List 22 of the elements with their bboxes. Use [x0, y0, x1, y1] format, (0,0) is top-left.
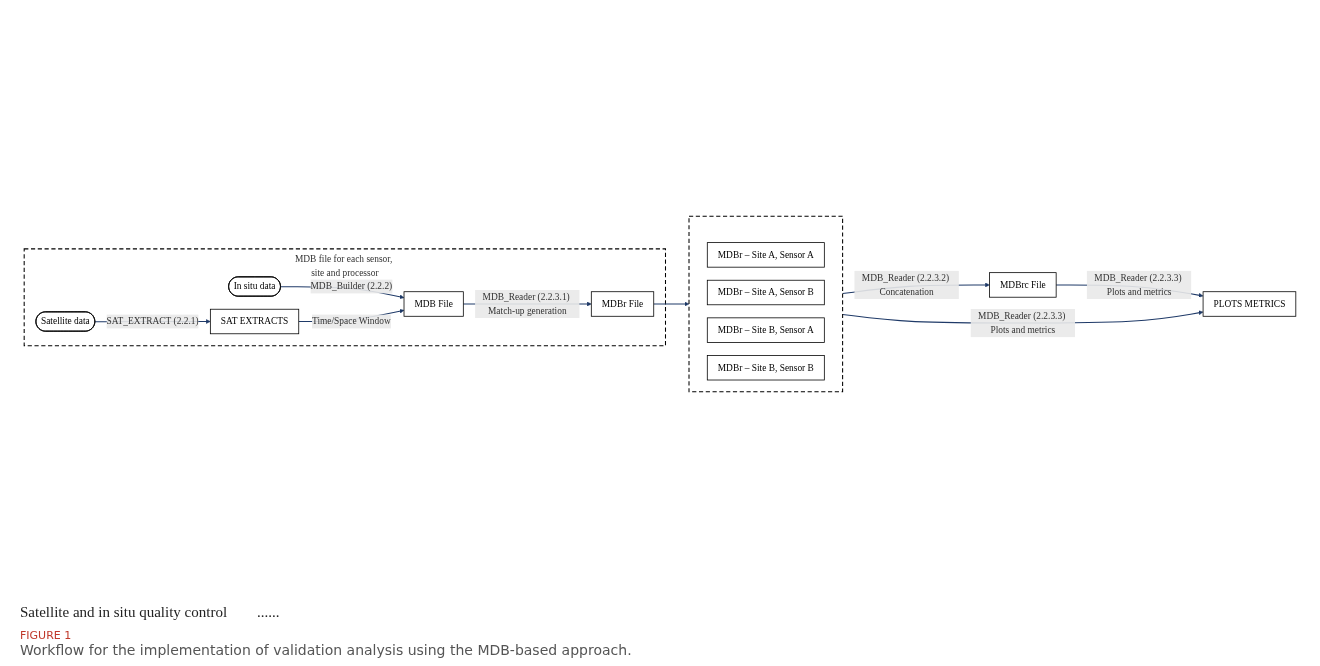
edge-label: MDB_Reader (2.2.3.3) Plots and metrics: [978, 310, 1066, 336]
edge-label: MDB_Builder (2.2.2): [310, 281, 393, 292]
edge-label: Time/Space Window: [311, 316, 391, 327]
edge-label: MDB_Reader (2.2.3.2) Concatenation: [861, 272, 950, 297]
node-box: SAT EXTRACTS: [209, 308, 300, 335]
cluster: [688, 215, 844, 393]
node-box: MDB File: [403, 291, 464, 317]
node-box: MDBr – Site A, Sensor B: [706, 279, 825, 306]
node-box: MDBr File: [590, 291, 655, 317]
note-text: Satellite and in situ quality control: [20, 604, 228, 621]
node-box: MDBr – Site B, Sensor B: [706, 355, 825, 381]
note-text: ......: [257, 604, 280, 621]
edge-label: SAT_EXTRACT (2.2.1): [106, 316, 199, 327]
node-box: MDBrc File: [989, 272, 1057, 298]
arrow: [653, 301, 690, 307]
node-box: MDBr – Site B, Sensor A: [706, 317, 825, 343]
edge-label: MDB_Reader (2.2.3.3) Plots and metrics: [1094, 272, 1182, 297]
node-box: PLOTS METRICS: [1202, 291, 1297, 317]
caption: Workflow for the implementation of validation analysis using the MDB-based approach.: [20, 642, 633, 658]
figure-number: FIGURE 1: [20, 629, 73, 642]
edge-label: MDB_Reader (2.2.3.1) Match-up generation: [482, 291, 570, 317]
node-box: MDBr – Site A, Sensor A: [706, 242, 825, 268]
